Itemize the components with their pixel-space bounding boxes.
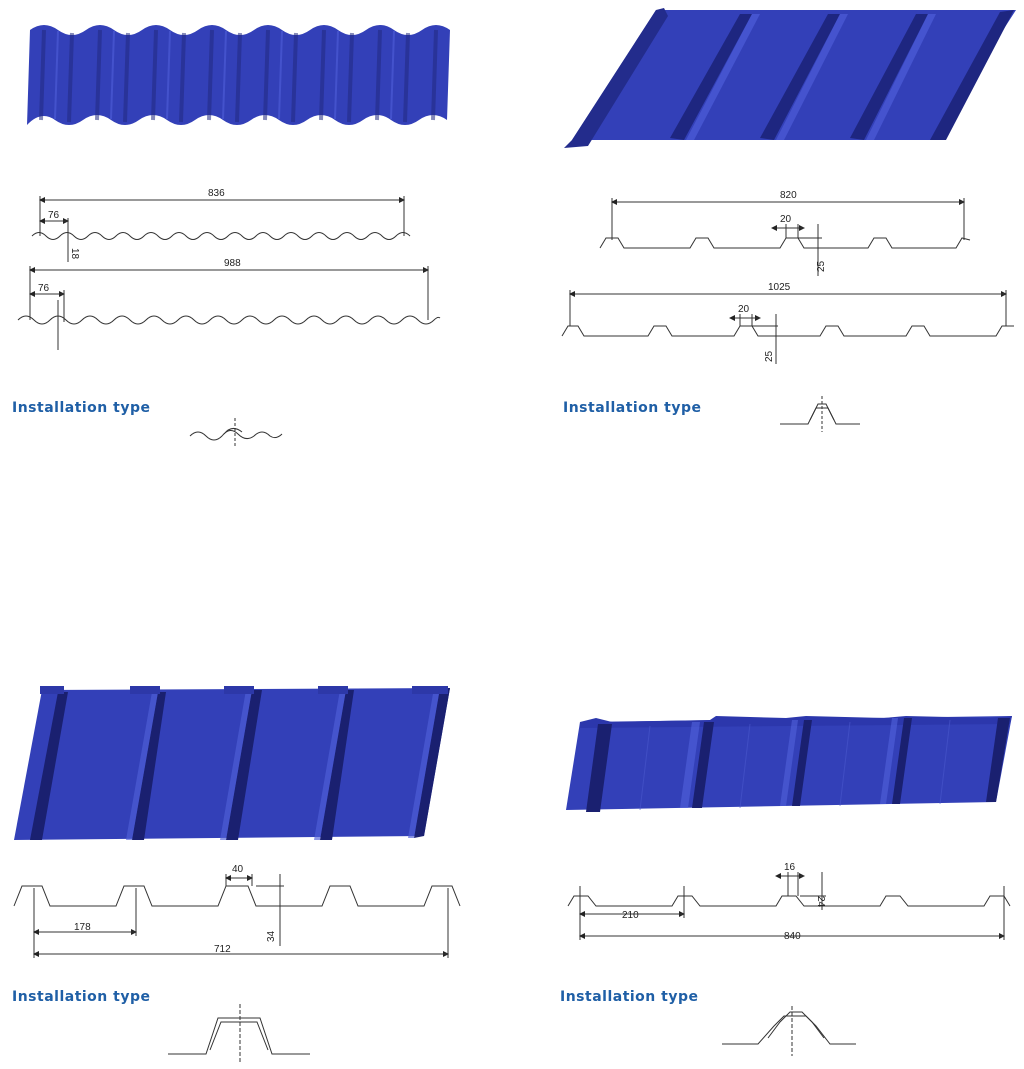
panel-1-installation-label: Installation type (12, 400, 151, 416)
p4-width-label: 840 (784, 931, 801, 942)
panel-2-profile-a (599, 198, 971, 276)
panel-1-installation-detail (189, 418, 283, 446)
p1b-width-label: 988 (224, 258, 241, 269)
panel-2-sheet-render (564, 8, 1016, 148)
p2a-width-label: 820 (780, 190, 797, 201)
p3-ribtop-label: 40 (232, 864, 244, 875)
panel-1-profile-b (17, 266, 441, 350)
p2b-width-label: 1025 (768, 282, 791, 293)
p1a-pitch-label: 76 (48, 210, 60, 221)
p4-ribtop-label: 16 (784, 862, 796, 873)
p2a-height-label: 25 (816, 260, 827, 272)
p2b-height-label: 25 (764, 350, 775, 362)
p2b-ribtop-label: 20 (738, 304, 750, 315)
panel-3-installation-detail (168, 1004, 310, 1064)
p3-height-label: 34 (266, 930, 277, 942)
panel-2-installation-detail (780, 396, 860, 432)
panel-1-sheet-render (27, 25, 450, 125)
p1b-pitch-label: 76 (38, 283, 50, 294)
panel-4-sheet-render (566, 716, 1012, 812)
panel-1-profile-a (31, 196, 411, 262)
panel-3-installation-label: Installation type (12, 989, 151, 1005)
panel-3-sheet-render (14, 686, 450, 840)
p3-pitch-label: 178 (74, 922, 91, 933)
p1a-width-label: 836 (208, 188, 225, 199)
panel-2-installation-label: Installation type (563, 400, 702, 416)
p4-pitch-label: 210 (622, 910, 639, 921)
panel-2-profile-b (561, 290, 1014, 364)
p2a-ribtop-label: 20 (780, 214, 792, 225)
p3-width-label: 712 (214, 944, 231, 955)
p4-height-label: 24 (815, 896, 826, 908)
panel-4-installation-detail (722, 1006, 856, 1056)
panel-3-profile (13, 874, 461, 958)
p1a-height-label: 18 (69, 248, 80, 260)
panel-4-installation-label: Installation type (560, 989, 699, 1005)
panel-4-profile (567, 872, 1011, 940)
